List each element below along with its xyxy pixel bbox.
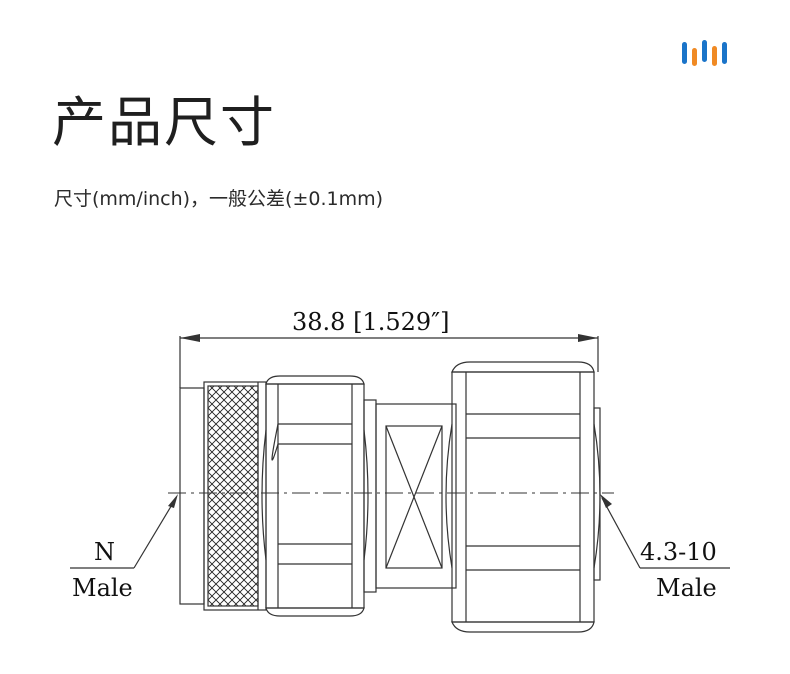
left-connector-type: N	[94, 538, 115, 566]
page-subtitle: 尺寸(mm/inch)，一般公差(±0.1mm)	[54, 188, 384, 210]
left-connector-gender: Male	[72, 574, 133, 602]
brand-logo-icon	[682, 40, 727, 66]
right-connector-type: 4.3-10	[640, 538, 717, 566]
right-connector-gender: Male	[656, 574, 717, 602]
overall-length-dimension: 38.8 [1.529″]	[292, 308, 449, 336]
page-title: 产品尺寸	[52, 91, 276, 154]
